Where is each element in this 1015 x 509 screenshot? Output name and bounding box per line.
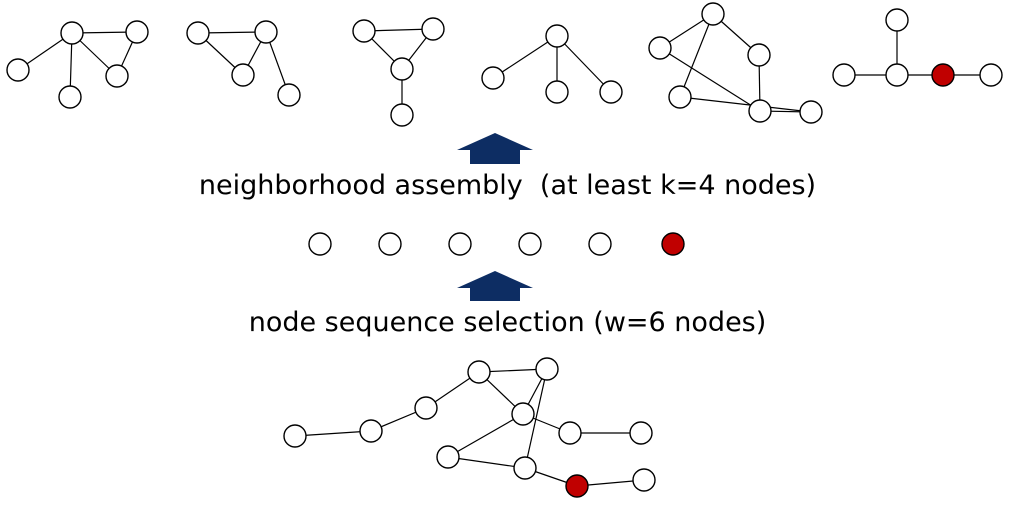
graph-node	[511, 402, 535, 426]
graph-node	[558, 421, 582, 445]
graph-node	[105, 64, 129, 88]
graph-node	[58, 85, 82, 109]
sequence-node	[588, 232, 612, 256]
graph-node	[599, 80, 623, 104]
graph-node	[481, 66, 505, 90]
graph-node	[6, 58, 30, 82]
sequence-node	[448, 232, 472, 256]
graph-node	[629, 421, 653, 445]
graph-edge	[679, 96, 812, 113]
graph-node	[436, 445, 460, 469]
neighborhood-graph	[481, 24, 623, 104]
graph-node	[513, 456, 537, 480]
graph-node	[414, 396, 438, 420]
graph-node	[359, 419, 383, 443]
graph-node	[832, 63, 856, 87]
selected-node	[931, 63, 955, 87]
sequence-node	[378, 232, 402, 256]
graph-edge	[679, 13, 714, 98]
graph-node	[535, 357, 559, 381]
input-graph	[283, 357, 656, 498]
graph-edge	[524, 368, 548, 469]
node-sequence-selection-caption: node sequence selection (w=6 nodes)	[248, 307, 767, 338]
neighborhood-assembly-caption: neighborhood assembly (at least k=4 node…	[198, 170, 817, 201]
graph-node	[648, 36, 672, 60]
graph-edge	[659, 47, 761, 112]
graph-node	[254, 20, 278, 44]
graph-edge	[447, 456, 526, 469]
graph-node	[277, 83, 301, 107]
graph-node	[668, 85, 692, 109]
neighborhood-graph	[186, 20, 301, 107]
graph-node	[701, 2, 725, 26]
sequence-node	[308, 232, 332, 256]
graph-edge	[294, 430, 372, 437]
sequence-node	[518, 232, 542, 256]
sequence-node-selected	[661, 232, 685, 256]
graph-node	[545, 80, 569, 104]
neighborhood-graph	[832, 8, 1003, 87]
neighborhood-graph	[352, 17, 445, 127]
graph-edge	[556, 35, 612, 93]
neighborhood-graphs	[6, 2, 1003, 127]
graph-node	[125, 20, 149, 44]
graph-node	[979, 63, 1003, 87]
graph-node	[390, 103, 414, 127]
graph-node	[60, 21, 84, 45]
node-sequence	[308, 232, 685, 256]
graph-node	[545, 24, 569, 48]
graph-node	[390, 57, 414, 81]
neighborhood-graph	[6, 20, 149, 109]
graph-node	[283, 424, 307, 448]
graph-node	[467, 360, 491, 384]
graph-node	[421, 17, 445, 41]
input-graph-nodes	[283, 357, 656, 498]
selected-node	[565, 474, 589, 498]
graph-node	[748, 99, 772, 123]
neighborhood-graph	[648, 2, 823, 124]
graph-node	[885, 63, 909, 87]
graph-node	[352, 19, 376, 43]
graph-node	[799, 100, 823, 124]
graph-edge	[492, 35, 558, 79]
graph-edge	[447, 413, 524, 458]
graph-node	[632, 468, 656, 492]
graph-node	[186, 21, 210, 45]
graph-node	[231, 63, 255, 87]
graph-node	[747, 43, 771, 67]
up-arrow-icon	[457, 271, 533, 301]
graph-node	[885, 8, 909, 32]
up-arrow-icon	[457, 133, 533, 164]
